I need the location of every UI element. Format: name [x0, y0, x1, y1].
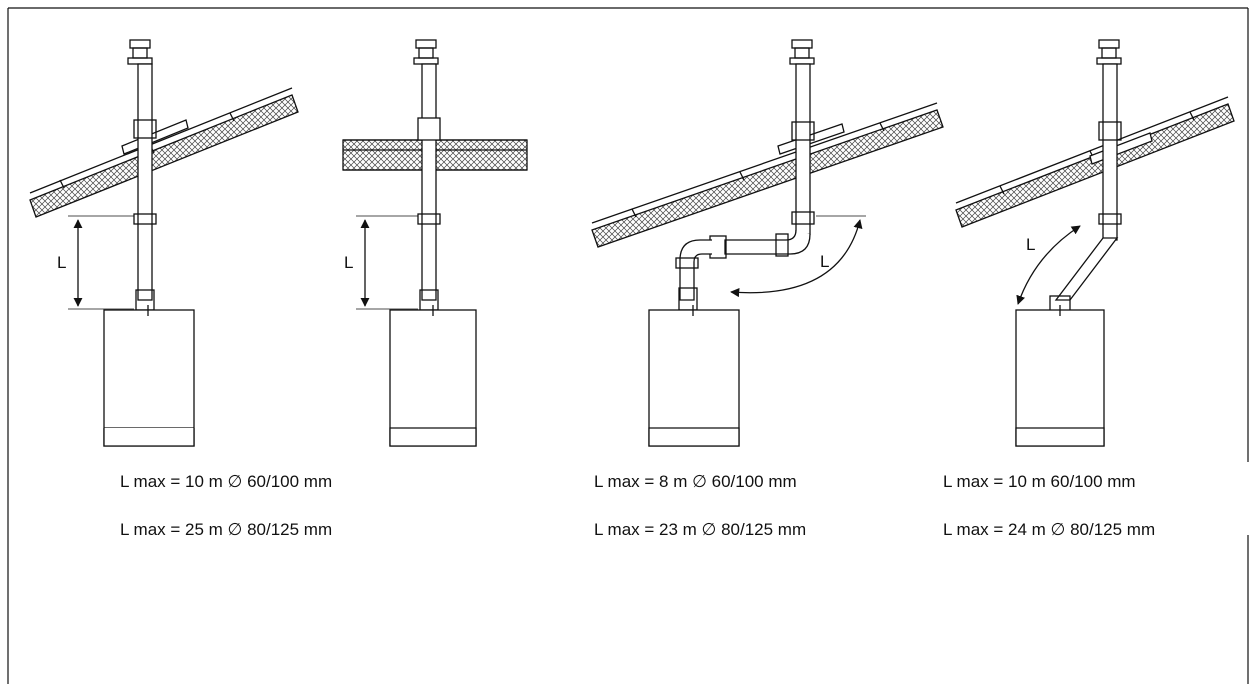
- diagram-3-offset: [591, 39, 944, 447]
- flue-terminal-cap: [1098, 39, 1120, 49]
- caption-3-line-2: L max = 24 m ∅ 80/125 mm: [943, 520, 1156, 539]
- boiler: [103, 309, 195, 447]
- diagram-1-sloped-roof: [29, 39, 299, 447]
- dimension-label-l: L: [57, 253, 66, 272]
- flue-pipe: [137, 63, 153, 301]
- boiler: [648, 309, 740, 447]
- caption-3-line-1: L max = 10 m 60/100 mm: [943, 472, 1136, 491]
- roof-flashing: [777, 123, 845, 155]
- boiler: [389, 309, 477, 447]
- flue-pipe: [795, 63, 811, 235]
- diagram-4-angled: [955, 39, 1235, 447]
- dimension-label-l: L: [344, 253, 353, 272]
- roof-section: [591, 109, 944, 248]
- caption-2-line-1: L max = 8 m ∅ 60/100 mm: [594, 472, 797, 491]
- dimension-label-l: L: [820, 252, 829, 271]
- caption-1-line-1: L max = 10 m ∅ 60/100 mm: [120, 472, 333, 491]
- diagram-2-flat-roof: [342, 39, 528, 447]
- dimension-label-l: L: [1026, 235, 1035, 254]
- page-frame: [7, 7, 1249, 684]
- boiler: [1015, 309, 1105, 447]
- flue-terminal-cap: [791, 39, 813, 49]
- roof-section: [955, 103, 1235, 228]
- flue-terminal-cap: [415, 39, 437, 49]
- dimension-arc: [1016, 225, 1081, 305]
- caption-1-line-2: L max = 25 m ∅ 80/125 mm: [120, 520, 333, 539]
- flue-pipe: [421, 63, 437, 301]
- caption-2-line-2: L max = 23 m ∅ 80/125 mm: [594, 520, 807, 539]
- dimension-arc: [730, 219, 863, 298]
- roof-section: [29, 94, 299, 218]
- flue-terminal-cap: [129, 39, 151, 49]
